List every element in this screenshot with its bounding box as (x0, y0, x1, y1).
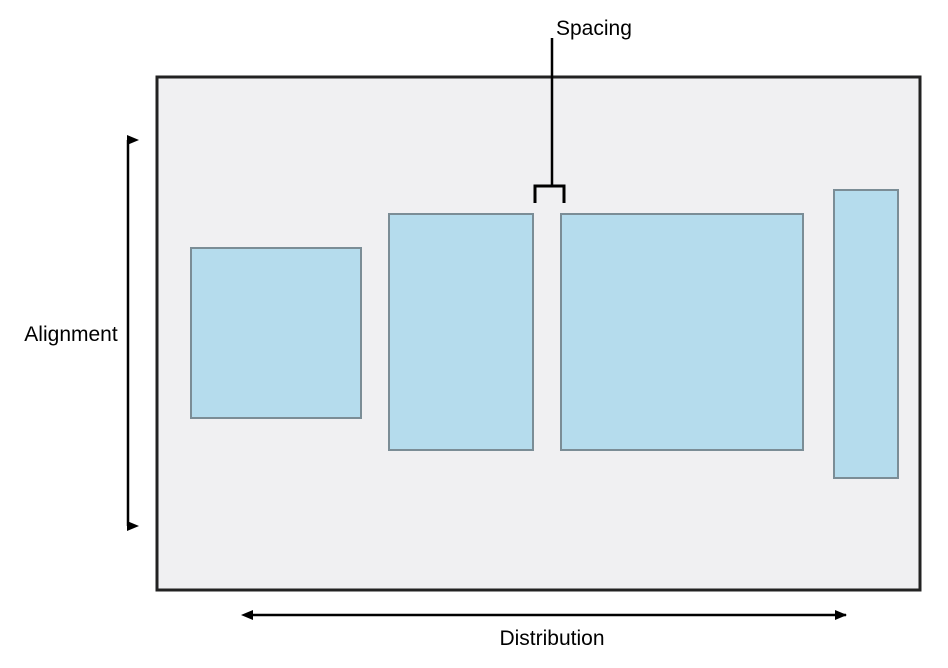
distribution-label: Distribution (499, 627, 604, 650)
layout-item-4[interactable] (833, 189, 899, 479)
layout-item-3[interactable] (560, 213, 804, 451)
alignment-label: Alignment (24, 323, 118, 346)
spacing-bracket-icon (533, 184, 566, 203)
layout-item-2[interactable] (388, 213, 534, 451)
spacing-label: Spacing (556, 17, 632, 40)
layout-item-1[interactable] (190, 247, 362, 419)
